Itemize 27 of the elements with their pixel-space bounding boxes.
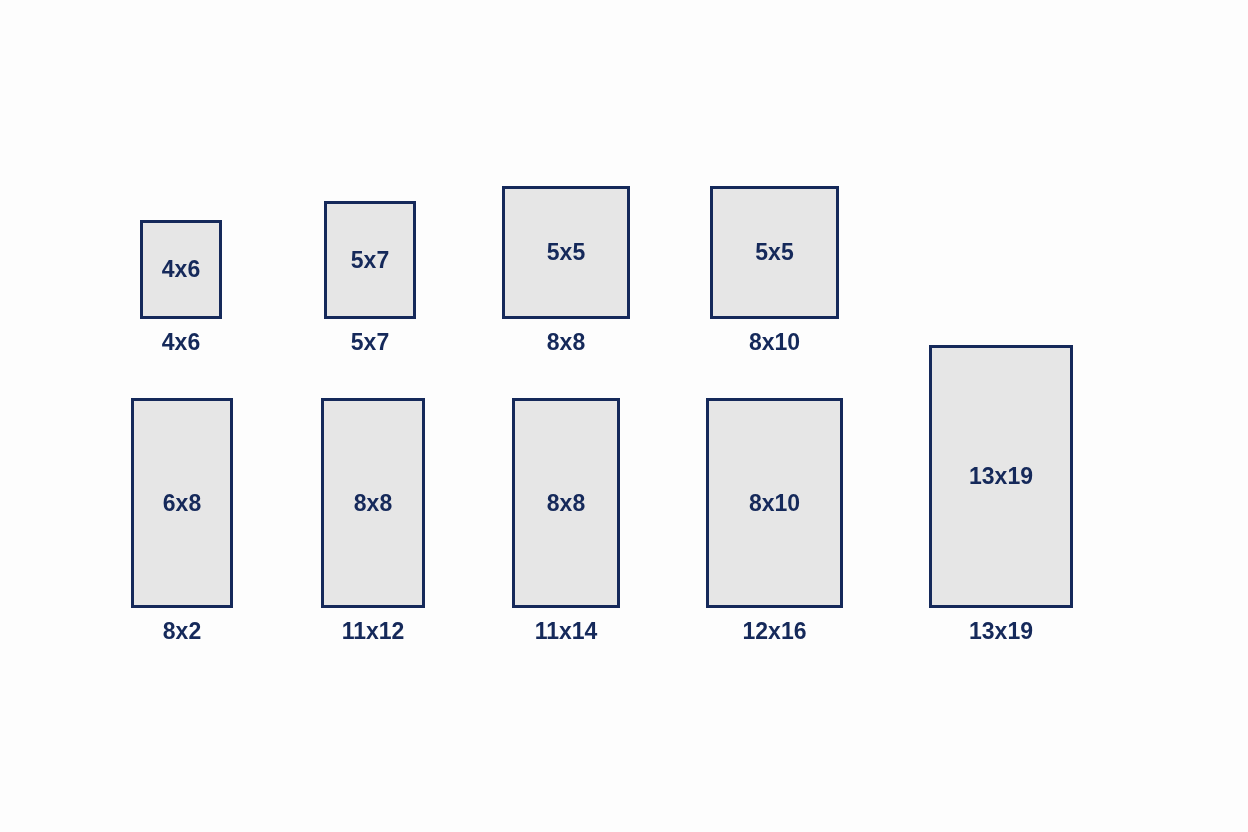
- size-label: 5x5: [546, 239, 586, 266]
- size-caption: 12x16: [742, 618, 807, 645]
- print-size-box: [324, 201, 416, 319]
- size-label: 8x8: [353, 489, 393, 517]
- print-size-box: [321, 398, 425, 608]
- size-label: 5x5: [755, 239, 794, 266]
- size-label: 4x6: [161, 256, 201, 283]
- print-size-box: [706, 398, 843, 608]
- size-caption: 13x19: [969, 618, 1033, 645]
- print-size-box: [512, 398, 620, 608]
- size-caption: 8x8: [546, 329, 586, 356]
- size-caption: 11x12: [341, 618, 405, 645]
- size-label: 6x8: [162, 489, 202, 517]
- print-size-box: [131, 398, 233, 608]
- print-size-box: [502, 186, 630, 319]
- size-caption: 4x6: [161, 329, 201, 356]
- size-caption: 5x7: [350, 329, 390, 356]
- size-caption: 8x2: [162, 618, 202, 645]
- print-size-box: [929, 345, 1073, 608]
- size-label: 5x7: [350, 246, 390, 274]
- size-label: 8x10: [748, 489, 801, 517]
- size-caption: 11x14: [534, 618, 598, 645]
- print-size-box: [710, 186, 839, 319]
- size-label: 13x19: [969, 463, 1033, 490]
- size-caption: 8x10: [748, 329, 801, 356]
- size-label: 8x8: [546, 489, 586, 517]
- print-size-box: [140, 220, 222, 319]
